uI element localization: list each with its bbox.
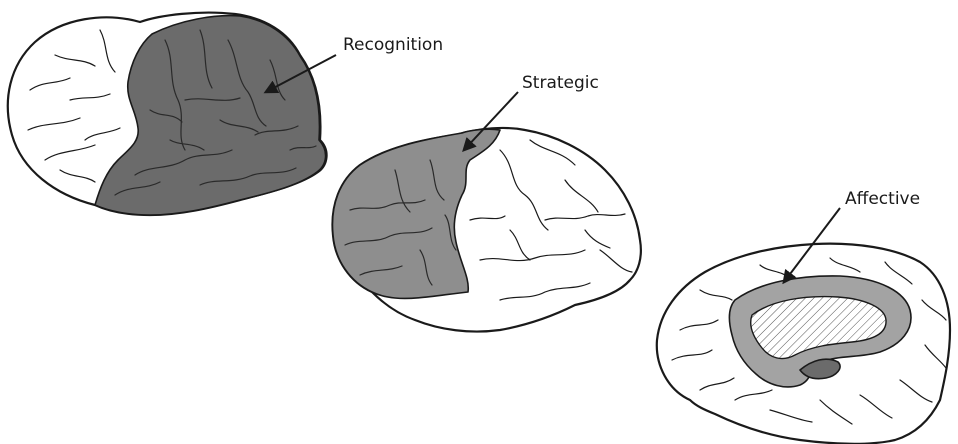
- recognition-label: Recognition: [343, 35, 443, 55]
- recognition-brain: [8, 13, 327, 215]
- strategic-label: Strategic: [522, 73, 599, 93]
- affective-brain: [657, 244, 950, 444]
- strategic-brain: [332, 128, 640, 332]
- affective-label: Affective: [845, 189, 920, 209]
